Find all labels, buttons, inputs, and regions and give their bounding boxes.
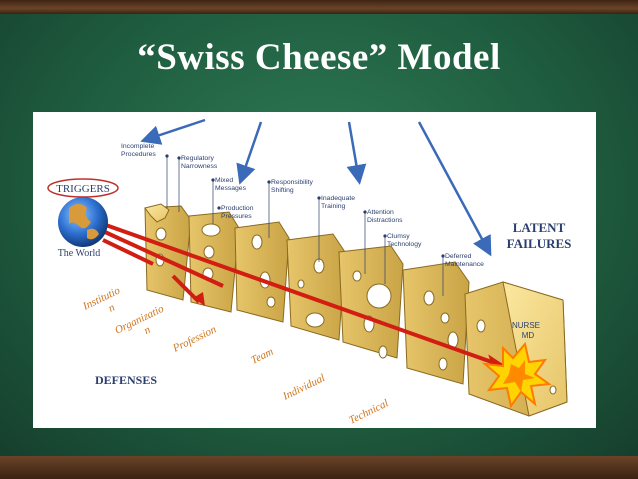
callout-label: Regulatory: [181, 155, 214, 162]
accident-burst: [481, 341, 552, 409]
cheese-slice: [402, 261, 470, 385]
defenses-label: DEFENSES: [95, 373, 157, 387]
callout-label: Incomplete: [121, 143, 154, 150]
layer-label: Technical: [347, 397, 390, 426]
triggers-oval: [47, 178, 119, 198]
md-label: MD: [522, 331, 535, 340]
layer-label: Organizatio: [113, 303, 166, 337]
failures-label: FAILURES: [507, 236, 572, 251]
triggers-label: TRIGGERS: [56, 183, 110, 195]
callout-label: Pressures: [221, 213, 252, 220]
callout-label: Messages: [215, 185, 247, 192]
callout-label: Distractions: [367, 217, 403, 224]
layer-label: n: [107, 301, 118, 314]
svg-text:Organization: Organization: [113, 303, 172, 349]
slide-title: “Swiss Cheese” Model: [137, 37, 501, 78]
trajectory-arrowhead: [193, 292, 205, 306]
callout-label: Production: [221, 205, 254, 212]
svg-text:Institution: Institution: [80, 284, 128, 325]
callout-label: Attention: [367, 209, 394, 216]
nurse-label: NURSE: [512, 321, 540, 330]
layer-label: Individual: [280, 372, 327, 403]
callout-label: Procedures: [121, 151, 156, 158]
callout-label: Clumsy: [387, 233, 410, 240]
latent-failure-arrows: [140, 118, 492, 257]
layer-label: Profession: [170, 323, 219, 355]
cheese-slice: [144, 203, 192, 301]
callout-label: Mixed: [215, 177, 233, 184]
callout-label: Training: [321, 203, 346, 210]
chalkboard-frame-bottom: [0, 456, 638, 479]
callout-label: Responsibility: [271, 179, 314, 186]
callout-label: Inadequate: [321, 195, 355, 202]
cheese-slice: [234, 221, 290, 323]
callout-label: Maintenance: [445, 261, 484, 268]
callout-label: Deferred: [445, 253, 472, 260]
cheese-slice: [286, 233, 346, 341]
callout-label: Technology: [387, 241, 422, 248]
latent-label: LATENT: [513, 220, 566, 235]
chalkboard-frame-top: [0, 0, 638, 14]
callout-label: Narrowness: [181, 163, 218, 170]
layer-label: n: [142, 324, 153, 337]
layer-label: Institutio: [80, 284, 122, 313]
world-globe: [58, 197, 108, 247]
callout-label: Shifting: [271, 187, 294, 194]
cheese-slice: [338, 245, 404, 359]
layer-label: Team: [249, 346, 275, 367]
world-label: The World: [58, 248, 101, 259]
